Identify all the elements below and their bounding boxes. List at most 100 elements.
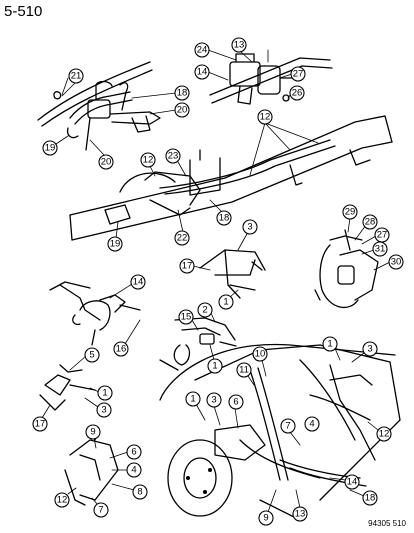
svg-text:4: 4	[131, 465, 136, 476]
callout-14-wheel: 14	[329, 474, 360, 490]
callout-3-bl: 3	[84, 397, 112, 418]
callout-7-bl: 7	[91, 497, 109, 518]
callout-12-wheel: 12	[367, 421, 392, 442]
callout-2: 2	[197, 302, 216, 323]
svg-text:12: 12	[379, 429, 390, 440]
svg-text:12: 12	[260, 112, 271, 123]
caliper-assembly-right	[314, 229, 379, 309]
upper-control-arm	[199, 249, 266, 299]
svg-text:20: 20	[101, 157, 112, 168]
callout-12-left: 12	[140, 152, 156, 177]
callout-31: 31	[361, 241, 388, 257]
callout-5: 5	[69, 347, 100, 371]
svg-text:3: 3	[367, 344, 372, 355]
callout-19-frame: 19	[107, 221, 123, 252]
top-right-assembly	[209, 49, 333, 105]
svg-text:13: 13	[234, 40, 245, 51]
svg-text:18: 18	[219, 213, 230, 224]
callout-28: 28	[354, 214, 378, 241]
callout-18-wheel: 18	[349, 489, 378, 506]
callout-9-wheel: 9	[258, 489, 277, 526]
svg-text:12: 12	[57, 495, 68, 506]
callout-3-arm: 3	[237, 219, 258, 251]
svg-text:14: 14	[133, 277, 144, 288]
svg-text:7: 7	[98, 505, 103, 516]
svg-text:29: 29	[345, 207, 356, 218]
callout-1-br: 1	[322, 336, 341, 361]
svg-text:16: 16	[116, 344, 127, 355]
callout-8: 8	[111, 483, 148, 500]
svg-text:5: 5	[89, 350, 94, 361]
svg-text:4: 4	[309, 419, 314, 430]
svg-text:12: 12	[143, 155, 154, 166]
svg-text:28: 28	[365, 217, 376, 228]
svg-text:9: 9	[90, 427, 95, 438]
svg-text:27: 27	[377, 230, 388, 241]
frame-rail	[69, 115, 393, 241]
callout-23: 23	[165, 148, 187, 177]
svg-text:17: 17	[35, 419, 46, 430]
callout-26: 27	[279, 66, 306, 82]
callout-6-bl: 6	[109, 444, 142, 460]
svg-text:23: 23	[168, 151, 179, 162]
callout-24: 24	[194, 42, 237, 61]
callout-15: 15	[178, 309, 199, 331]
svg-text:3: 3	[101, 405, 106, 416]
callout-3-wheel: 3	[206, 392, 222, 426]
svg-text:24: 24	[197, 45, 208, 56]
svg-text:11: 11	[239, 365, 249, 376]
svg-text:30: 30	[391, 257, 402, 268]
svg-text:19: 19	[45, 143, 56, 154]
svg-text:7: 7	[285, 421, 290, 432]
callout-13-wheel: 13	[292, 489, 308, 522]
svg-text:31: 31	[375, 244, 386, 255]
callout-1-fitting: 1	[207, 344, 223, 374]
svg-text:26: 26	[292, 88, 303, 99]
svg-text:3: 3	[247, 222, 252, 233]
callout-9-bl: 9	[85, 424, 101, 449]
callout-27: 27	[361, 227, 390, 245]
figure-code: 94305 510	[368, 519, 406, 528]
svg-text:18: 18	[365, 493, 376, 504]
svg-text:14: 14	[347, 477, 358, 488]
callout-22: 22	[174, 209, 190, 246]
callout-20-top: 20	[149, 102, 190, 118]
top-left-assembly	[37, 61, 161, 151]
callout-19-top: 19	[42, 135, 69, 156]
callout-17-bl: 17	[32, 404, 51, 432]
callout-16: 16	[113, 319, 141, 357]
callout-12-frame: 12	[249, 109, 319, 176]
callout-3-br: 3	[351, 341, 378, 363]
svg-text:14: 14	[197, 67, 208, 78]
callout-25: 26	[287, 85, 305, 101]
svg-text:19: 19	[110, 239, 121, 250]
callout-1-arm: 1	[218, 289, 239, 310]
svg-text:2: 2	[202, 305, 207, 316]
svg-text:18: 18	[177, 88, 188, 99]
callout-12-bl: 12	[54, 487, 77, 508]
callout-29: 29	[342, 204, 358, 233]
svg-text:1: 1	[223, 297, 228, 308]
svg-text:1: 1	[102, 388, 107, 399]
callout-1-wheel: 1	[185, 391, 206, 421]
svg-text:1: 1	[190, 394, 195, 405]
svg-text:6: 6	[131, 447, 136, 458]
callout-18-frame: 18	[209, 199, 232, 226]
svg-text:21: 21	[71, 71, 82, 82]
callout-1-bl: 1	[89, 385, 113, 401]
callout-21: 21	[61, 68, 84, 97]
callout-20-mid: 20	[89, 139, 114, 170]
svg-text:8: 8	[137, 487, 142, 498]
svg-text:15: 15	[181, 312, 192, 323]
callout-17-arm: 17	[179, 258, 211, 274]
svg-text:13: 13	[295, 509, 306, 520]
callout-14-top: 14	[194, 64, 229, 81]
callout-18-top: 18	[131, 85, 190, 101]
caliper-bracket-left	[49, 281, 141, 346]
callout-4-wheel: 4	[304, 416, 320, 432]
callout-14-mid: 14	[109, 274, 146, 299]
page-number: 5-510	[4, 3, 43, 20]
svg-text:1: 1	[327, 339, 332, 350]
